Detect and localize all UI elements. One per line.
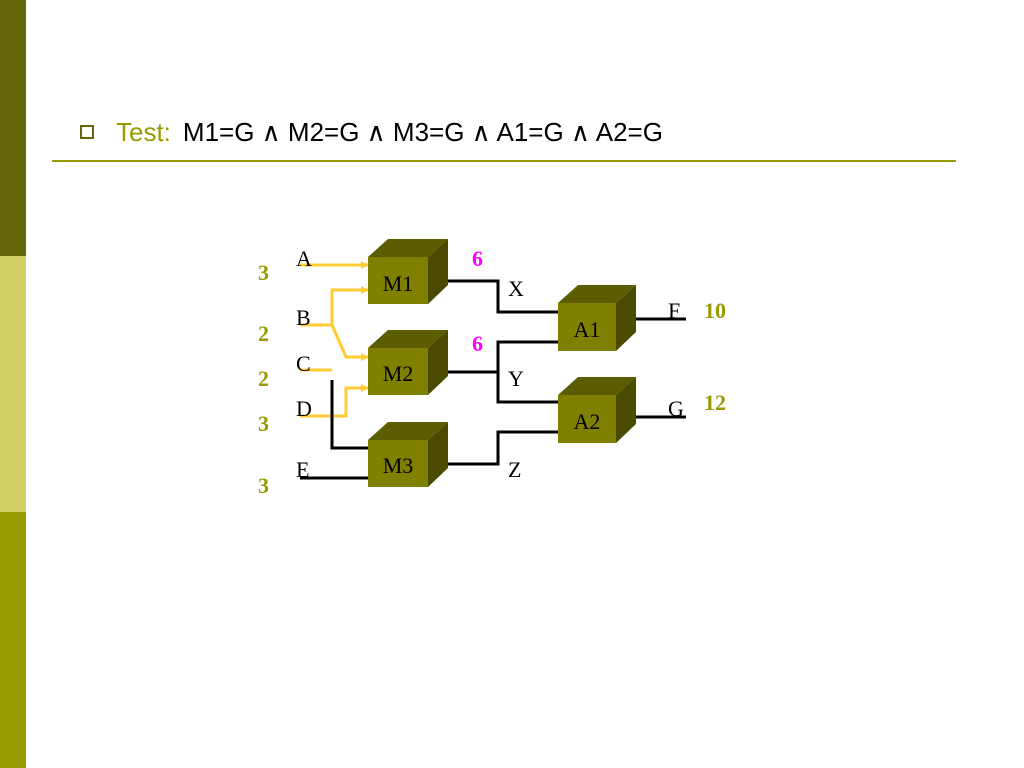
wire-c-to-m3	[330, 380, 368, 450]
input-label-e: E	[296, 457, 309, 482]
sidebar-band-olive	[0, 512, 26, 768]
output-label-g: G	[668, 396, 684, 421]
sidebar-band-dark	[0, 0, 26, 256]
sidebar-band-light	[0, 256, 26, 512]
input-value-a: 3	[258, 260, 269, 285]
input-label-d: D	[296, 396, 312, 421]
a1-label: A1	[574, 317, 601, 342]
multiplier-m2: M2	[368, 330, 448, 395]
m3-label: M3	[383, 453, 414, 478]
wire-y-to-a1	[432, 340, 558, 374]
test-label: Test:	[116, 116, 171, 147]
m2-label: M2	[383, 361, 414, 386]
title-divider	[52, 160, 956, 162]
bullet-point: Test: M1=G ∧ M2=G ∧ M3=G ∧ A1=G ∧ A2=G	[80, 114, 663, 150]
wire-value-y: 6	[472, 331, 483, 356]
wire-y-to-a2	[496, 372, 558, 404]
wire-d-to-m2	[300, 384, 369, 418]
a2-label: A2	[574, 409, 601, 434]
m1-label: M1	[383, 271, 414, 296]
input-value-e: 3	[258, 473, 269, 498]
wire-value-x: 6	[472, 246, 483, 271]
wire-label-x: X	[508, 276, 524, 301]
input-value-b: 2	[258, 321, 269, 346]
test-formula: M1=G ∧ M2=G ∧ M3=G ∧ A1=G ∧ A2=G	[182, 116, 663, 147]
input-value-c: 2	[258, 366, 269, 391]
wire-x	[432, 279, 558, 314]
output-value-g: 12	[704, 390, 726, 415]
wire-z	[432, 430, 558, 466]
multiplier-m3: M3	[368, 422, 448, 487]
adder-a1: A1	[558, 285, 636, 351]
adder-a2: A2	[558, 377, 636, 443]
input-label-b: B	[296, 305, 311, 330]
wire-b-to-m1	[300, 286, 369, 327]
output-value-f: 10	[704, 298, 726, 323]
input-value-d: 3	[258, 411, 269, 436]
wire-b-to-m2	[330, 324, 369, 361]
input-label-c: C	[296, 351, 311, 376]
input-label-a: A	[296, 246, 312, 271]
highlighted-wires	[300, 261, 369, 418]
square-bullet-icon	[80, 125, 94, 139]
wire-label-y: Y	[508, 366, 524, 391]
multiplier-m1: M1	[368, 239, 448, 304]
output-label-f: F	[668, 298, 680, 323]
black-wires	[300, 279, 686, 480]
wire-label-z: Z	[508, 457, 521, 482]
